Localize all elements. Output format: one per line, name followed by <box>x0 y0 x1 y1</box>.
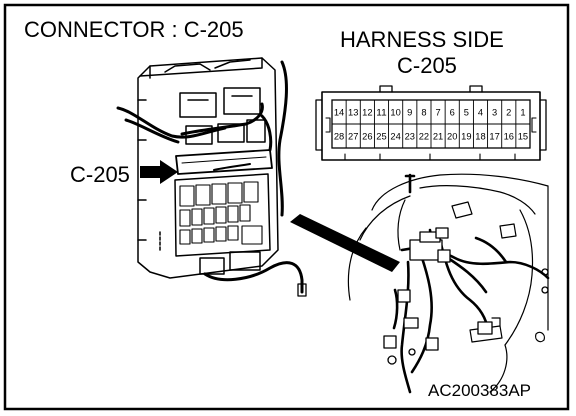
callout-label: C-205 <box>70 162 130 187</box>
callout-arrow <box>140 160 178 184</box>
vehicle-connectors <box>383 227 549 365</box>
pin-number: 9 <box>407 108 412 118</box>
pin-number: 25 <box>376 132 386 142</box>
figure-code: AC200383AP <box>428 381 531 400</box>
vehicle-harness-wires <box>392 173 550 394</box>
pin-number: 1 <box>520 108 525 118</box>
pin-number: 24 <box>390 132 400 142</box>
figure-frame <box>3 3 570 411</box>
pin-number: 13 <box>348 108 358 118</box>
junction-harness-wires <box>116 60 304 294</box>
pin-number: 23 <box>405 132 415 142</box>
pin-number: 6 <box>450 108 455 118</box>
pin-number: 7 <box>435 108 440 118</box>
harness-side-label: HARNESS SIDE <box>340 27 504 52</box>
pin-number: 5 <box>464 108 469 118</box>
pin-number: 10 <box>390 108 400 118</box>
pin-number: 19 <box>461 132 471 142</box>
pin-number: 21 <box>433 132 443 142</box>
pin-number: 15 <box>518 132 528 142</box>
pin-number: 3 <box>492 108 497 118</box>
pin-number: 14 <box>334 108 344 118</box>
pin-number: 17 <box>489 132 499 142</box>
vehicle-location-view <box>347 173 549 393</box>
pin-number: 18 <box>475 132 485 142</box>
pin-number: 8 <box>421 108 426 118</box>
location-leader <box>290 214 400 272</box>
pin-number: 11 <box>376 108 386 118</box>
pin-number: 26 <box>362 132 372 142</box>
pin-number: 16 <box>504 132 514 142</box>
pin-number: 22 <box>419 132 429 142</box>
pin-number: 27 <box>348 132 358 142</box>
pin-number: 12 <box>362 108 372 118</box>
pin-number: 2 <box>506 108 511 118</box>
pin-number: 4 <box>478 108 483 118</box>
harness-connector-label: C-205 <box>397 53 457 78</box>
connector-title: CONNECTOR : C-205 <box>24 17 244 42</box>
pin-number: 20 <box>447 132 457 142</box>
pin-number: 28 <box>334 132 344 142</box>
junction-block <box>137 57 279 279</box>
